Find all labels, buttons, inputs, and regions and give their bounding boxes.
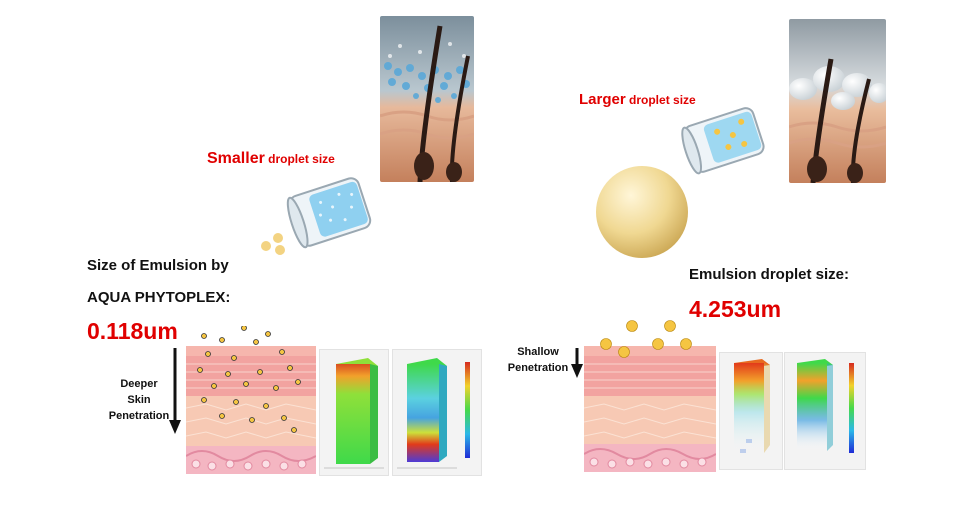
skin-photo-small-droplets	[380, 16, 474, 182]
down-arrow-icon	[168, 348, 182, 434]
right-title: Emulsion droplet size:	[689, 266, 849, 284]
right-penetration-line-1: Shallow	[517, 346, 559, 358]
large-droplet-sphere	[592, 164, 692, 260]
left-penetration-line-1: Deeper	[120, 378, 158, 390]
down-arrow-icon-right	[570, 348, 584, 378]
left-droplet-value: 0.118um	[87, 318, 178, 344]
right-distribution-panel-2	[784, 352, 866, 470]
left-distribution-panel-2	[392, 349, 482, 476]
left-skin-cross-section	[185, 325, 317, 474]
right-skin-cross-section	[583, 316, 717, 472]
right-distribution-panel-1	[719, 352, 783, 470]
right-heading-small: droplet size	[625, 93, 696, 107]
left-title-brand: AQUA PHYTOPLEX	[87, 289, 226, 306]
right-heading-big: Larger	[579, 91, 626, 108]
skin-photo-large-droplets	[789, 19, 886, 183]
small-droplets-cluster	[258, 230, 294, 256]
right-penetration-label: Shallow Penetration	[498, 344, 578, 376]
left-title-line1: Size of Emulsion by	[87, 257, 229, 274]
right-title-text: Emulsion droplet size	[689, 266, 845, 283]
left-penetration-line-3: Penetration	[108, 410, 170, 422]
left-heading-small: droplet size	[264, 152, 335, 166]
droplet-icon-large	[600, 320, 692, 358]
droplet-icon	[197, 325, 301, 433]
left-heading-big: Smaller	[207, 150, 265, 167]
beaker-icon	[280, 168, 380, 256]
beaker-icon-right	[676, 100, 772, 180]
left-title-colon: :	[225, 289, 231, 306]
left-droplet-heading: Smaller droplet size	[207, 150, 335, 168]
left-distribution-panel-1	[319, 349, 389, 476]
left-penetration-label: Deeper Skin Penetration	[104, 376, 174, 424]
right-title-colon: :	[844, 266, 850, 283]
right-droplet-heading: Larger droplet size	[579, 91, 696, 109]
right-penetration-line-2: Penetration	[507, 362, 569, 374]
right-droplet-value: 4.253um	[689, 296, 782, 322]
left-title-line2: AQUA PHYTOPLEX:	[87, 289, 230, 307]
left-penetration-line-2: Skin	[127, 394, 151, 406]
